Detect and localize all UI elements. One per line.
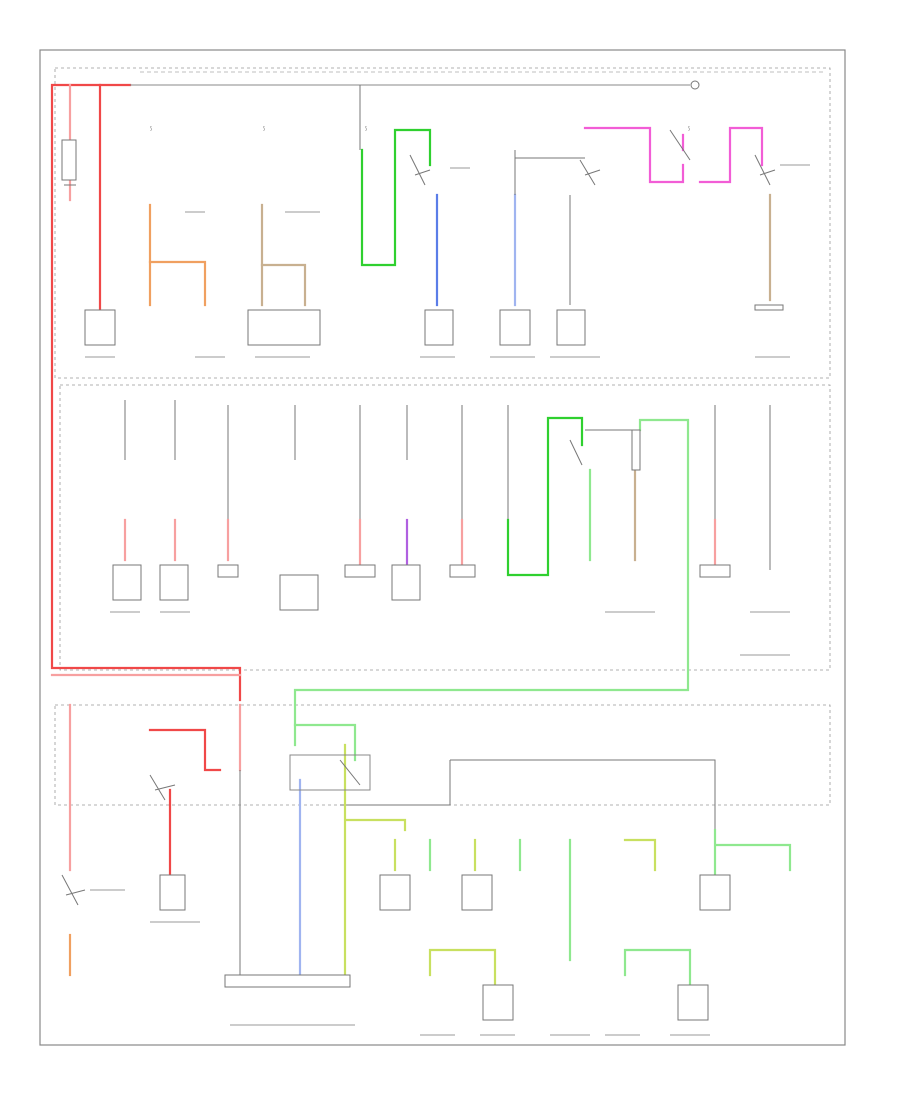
wire bbox=[623, 838, 657, 872]
svg-text:⟆: ⟆ bbox=[263, 126, 265, 132]
battery-icon bbox=[61, 139, 77, 186]
wire bbox=[681, 126, 764, 184]
wire bbox=[148, 260, 207, 307]
wire bbox=[343, 743, 407, 977]
wire bbox=[260, 263, 307, 307]
relay-switch-icons-middle bbox=[569, 429, 641, 471]
fine-print-marks bbox=[85, 164, 810, 1036]
ground-icon bbox=[690, 80, 700, 90]
wire bbox=[293, 418, 690, 747]
middle-section-wiring bbox=[123, 400, 771, 747]
wire bbox=[428, 948, 497, 987]
lower-section-wiring bbox=[68, 703, 792, 987]
relay-switch-icons-top bbox=[409, 129, 776, 186]
component-boxes-middle bbox=[112, 564, 731, 611]
top-section-wiring bbox=[148, 85, 772, 307]
wire bbox=[583, 126, 685, 184]
wire bbox=[713, 828, 792, 877]
wire bbox=[50, 83, 242, 702]
battery-feed-wires bbox=[50, 83, 242, 702]
wire bbox=[123, 518, 464, 567]
relay-switch-icons-lower bbox=[61, 754, 371, 906]
svg-text:⟆: ⟆ bbox=[150, 126, 152, 132]
wire bbox=[148, 728, 222, 877]
section-frame-top bbox=[54, 67, 831, 379]
svg-text:⟆: ⟆ bbox=[365, 126, 367, 132]
wire bbox=[506, 416, 584, 577]
section-frame-lower bbox=[54, 704, 831, 806]
fuse-icons-top: ⟆ ⟆ ⟆ ⟆ bbox=[150, 126, 690, 132]
wire bbox=[293, 723, 357, 762]
wire bbox=[360, 128, 432, 267]
component-boxes-top bbox=[84, 304, 784, 346]
section-frame-middle bbox=[59, 384, 831, 671]
component-boxes-lower bbox=[159, 874, 731, 1021]
diagram-border bbox=[39, 49, 846, 1046]
wire bbox=[623, 948, 692, 987]
svg-text:⟆: ⟆ bbox=[688, 126, 690, 132]
